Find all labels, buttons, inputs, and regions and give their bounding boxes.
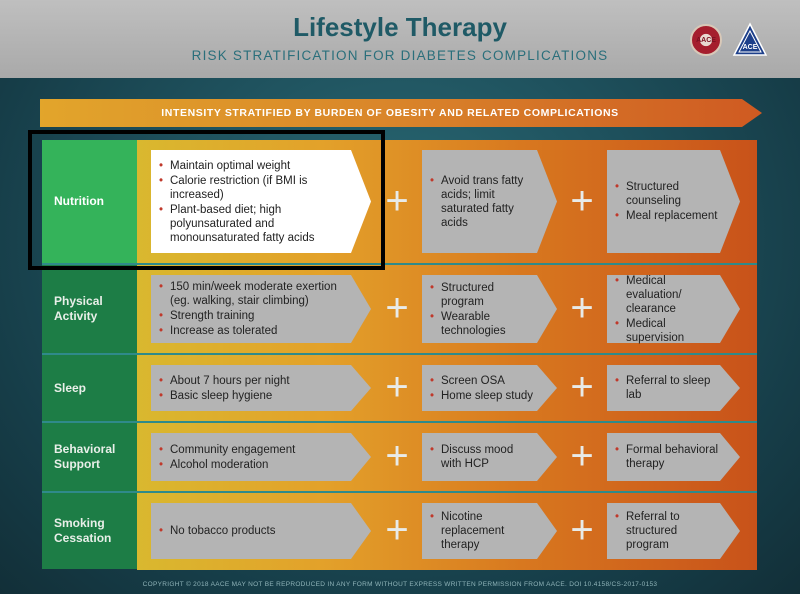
row-label: Sleep — [42, 355, 137, 421]
intervention-item: Strength training — [158, 309, 350, 323]
intervention-item: Calorie restriction (if BMI is increased… — [158, 174, 350, 202]
aace-logo-icon: AACE — [690, 24, 722, 56]
intervention-item: Formal behavioral therapy — [614, 443, 719, 471]
intervention-text: Avoid trans fatty acids; limit saturated… — [429, 150, 536, 253]
intervention-list: Maintain optimal weightCalorie restricti… — [158, 158, 350, 246]
intervention-item: Nicotine replacement therapy — [429, 510, 536, 552]
intervention-item: Community engagement — [158, 443, 350, 457]
plus-icon: + — [570, 365, 594, 409]
row-label: Physical Activity — [42, 265, 137, 353]
ace-logo-text: ACE — [743, 44, 758, 51]
row-label: Behavioral Support — [42, 423, 137, 491]
row-label: Nutrition — [42, 140, 137, 263]
row-divider — [42, 421, 757, 423]
intervention-item: No tobacco products — [158, 524, 350, 538]
intervention-list: Avoid trans fatty acids; limit saturated… — [429, 173, 536, 231]
intervention-list: No tobacco products — [158, 523, 350, 539]
copyright-footer: COPYRIGHT © 2018 AACE MAY NOT BE REPRODU… — [142, 581, 658, 588]
intervention-item: Meal replacement — [614, 209, 719, 223]
plus-icon: + — [385, 286, 409, 330]
intervention-text: Nicotine replacement therapy — [429, 503, 536, 559]
intervention-text: Formal behavioral therapy — [614, 433, 719, 481]
plus-icon: + — [385, 365, 409, 409]
intervention-list: Referral to sleep lab — [614, 373, 719, 403]
intervention-list: Structured programWearable technologies — [429, 280, 536, 339]
intervention-item: 150 min/week moderate exertion (eg. walk… — [158, 280, 350, 308]
plus-icon: + — [570, 508, 594, 552]
intervention-text: Discuss mood with HCP — [429, 433, 536, 481]
intervention-text: Structured counselingMeal replacement — [614, 150, 719, 253]
intervention-text: Medical evaluation/ clearanceMedical sup… — [614, 273, 719, 346]
intervention-list: Referral to structured program — [614, 509, 719, 553]
ace-logo-icon: ACE — [732, 22, 768, 56]
intervention-list: Discuss mood with HCP — [429, 442, 536, 472]
plus-icon: + — [385, 178, 409, 223]
intervention-list: Formal behavioral therapy — [614, 442, 719, 472]
intervention-list: 150 min/week moderate exertion (eg. walk… — [158, 279, 350, 339]
intervention-item: Referral to sleep lab — [614, 374, 719, 402]
row-divider — [42, 353, 757, 355]
nutrition-highlight-box — [28, 130, 385, 270]
intervention-text: Referral to structured program — [614, 503, 719, 559]
intervention-list: Screen OSAHome sleep study — [429, 373, 536, 404]
intervention-list: Medical evaluation/ clearanceMedical sup… — [614, 273, 719, 346]
intervention-text: Maintain optimal weightCalorie restricti… — [158, 150, 350, 253]
intervention-list: Structured counselingMeal replacement — [614, 179, 719, 224]
intervention-item: Increase as tolerated — [158, 324, 350, 338]
intervention-item: Referral to structured program — [614, 510, 719, 552]
intervention-list: About 7 hours per nightBasic sleep hygie… — [158, 373, 350, 404]
aace-logo-text: AACE — [696, 36, 716, 44]
intervention-item: Plant-based diet; high polyunsaturated a… — [158, 203, 350, 245]
plus-icon: + — [570, 178, 594, 223]
header-bar: Lifestyle Therapy RISK STRATIFICATION FO… — [0, 0, 800, 78]
intervention-text: Referral to sleep lab — [614, 365, 719, 411]
row-divider — [42, 263, 757, 265]
banner-text: INTENSITY STRATIFIED BY BURDEN OF OBESIT… — [161, 107, 619, 119]
intervention-item: Medical supervision — [614, 317, 719, 345]
page-subtitle: RISK STRATIFICATION FOR DIABETES COMPLIC… — [191, 48, 609, 63]
intervention-text: Screen OSAHome sleep study — [429, 365, 536, 411]
row-label: Smoking Cessation — [42, 493, 137, 569]
intervention-list: Nicotine replacement therapy — [429, 509, 536, 553]
intervention-item: Structured counseling — [614, 180, 719, 208]
intervention-item: About 7 hours per night — [158, 374, 350, 388]
intervention-list: Community engagementAlcohol moderation — [158, 442, 350, 473]
intervention-text: About 7 hours per nightBasic sleep hygie… — [158, 365, 350, 411]
intervention-text: No tobacco products — [158, 503, 350, 559]
intervention-item: Maintain optimal weight — [158, 159, 350, 173]
intervention-item: Structured program — [429, 281, 536, 309]
intervention-item: Home sleep study — [429, 389, 536, 403]
intervention-text: 150 min/week moderate exertion (eg. walk… — [158, 275, 350, 343]
intervention-item: Screen OSA — [429, 374, 536, 388]
intensity-banner-arrow — [40, 99, 762, 127]
intervention-item: Avoid trans fatty acids; limit saturated… — [429, 174, 536, 230]
intervention-text: Community engagementAlcohol moderation — [158, 433, 350, 481]
plus-icon: + — [385, 434, 409, 478]
intervention-item: Alcohol moderation — [158, 458, 350, 472]
intervention-item: Wearable technologies — [429, 310, 536, 338]
plus-icon: + — [570, 286, 594, 330]
plus-icon: + — [385, 508, 409, 552]
intervention-item: Discuss mood with HCP — [429, 443, 536, 471]
plus-icon: + — [570, 434, 594, 478]
page-title: Lifestyle Therapy — [293, 12, 507, 42]
intervention-text: Structured programWearable technologies — [429, 275, 536, 343]
row-divider — [42, 491, 757, 493]
intervention-item: Basic sleep hygiene — [158, 389, 350, 403]
intervention-item: Medical evaluation/ clearance — [614, 274, 719, 316]
